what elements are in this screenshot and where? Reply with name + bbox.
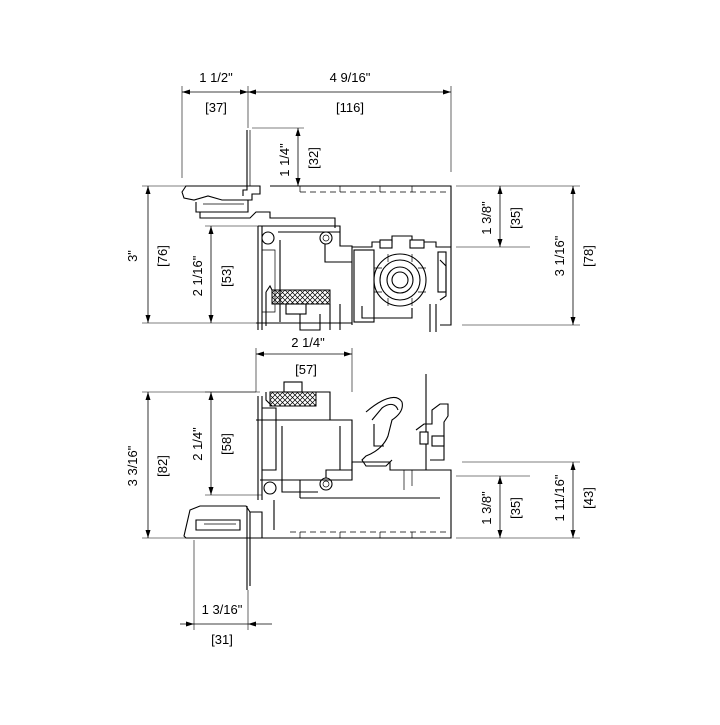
bottom-width-dimension: 1 3/16" [31] xyxy=(180,540,272,647)
top-inner-height-mm-label: [53] xyxy=(219,265,234,287)
upper-height-mm-label: [32] xyxy=(306,147,321,169)
top-right-height-label: 1 3/8" xyxy=(479,201,494,235)
bottom-width-label: 1 3/16" xyxy=(202,602,243,617)
bottom-right-overall-mm-label: [43] xyxy=(581,487,596,509)
bottom-overall-height-dimension: 3 3/16" [82] xyxy=(125,391,260,539)
bottom-inner-height-label: 2 1/4" xyxy=(190,427,205,461)
bottom-frame-profile xyxy=(183,374,452,590)
upper-height-dimension: 1 1/4" [32] xyxy=(252,127,321,186)
top-overall-height-mm-label: [76] xyxy=(155,245,170,267)
top-right-height-mm-label: [35] xyxy=(508,207,523,229)
bottom-width-mm-label: [31] xyxy=(211,632,233,647)
bottom-right-height-label: 1 3/8" xyxy=(479,491,494,525)
bottom-right-overall-label: 1 11/16" xyxy=(552,474,567,521)
bottom-right-height-dimensions: 1 3/8" [35] 1 11/16" [43] xyxy=(456,461,596,539)
middle-width-mm-label: [57] xyxy=(295,362,317,377)
top-width-dimensions: 1 1/2" [37] 4 9/16" [116] xyxy=(181,70,452,178)
top-right-width-mm-label: [116] xyxy=(336,100,364,115)
bottom-inner-height-mm-label: [58] xyxy=(219,433,234,455)
bottom-inner-height-dimension: 2 1/4" [58] xyxy=(190,391,262,496)
middle-width-dimension: 2 1/4" [57] xyxy=(255,335,353,392)
bottom-overall-height-mm-label: [82] xyxy=(155,455,170,477)
upper-height-label: 1 1/4" xyxy=(277,143,292,177)
top-right-overall-label: 3 1/16" xyxy=(552,235,567,276)
top-right-height-dimensions: 1 3/8" [35] 3 1/16" [78] xyxy=(456,185,596,326)
top-right-width-label: 4 9/16" xyxy=(330,70,371,85)
bottom-overall-height-label: 3 3/16" xyxy=(125,445,140,486)
top-inner-height-label: 2 1/16" xyxy=(190,255,205,296)
top-left-width-mm-label: [37] xyxy=(205,100,227,115)
top-frame-profile xyxy=(181,130,452,332)
top-left-width-label: 1 1/2" xyxy=(199,70,233,85)
middle-width-label: 2 1/4" xyxy=(291,335,325,350)
top-overall-height-dimension: 3" [76] xyxy=(125,185,260,324)
bottom-right-height-mm-label: [35] xyxy=(508,497,523,519)
top-inner-height-dimension: 2 1/16" [53] xyxy=(190,225,262,323)
top-overall-height-label: 3" xyxy=(125,250,140,262)
top-right-overall-mm-label: [78] xyxy=(581,245,596,267)
